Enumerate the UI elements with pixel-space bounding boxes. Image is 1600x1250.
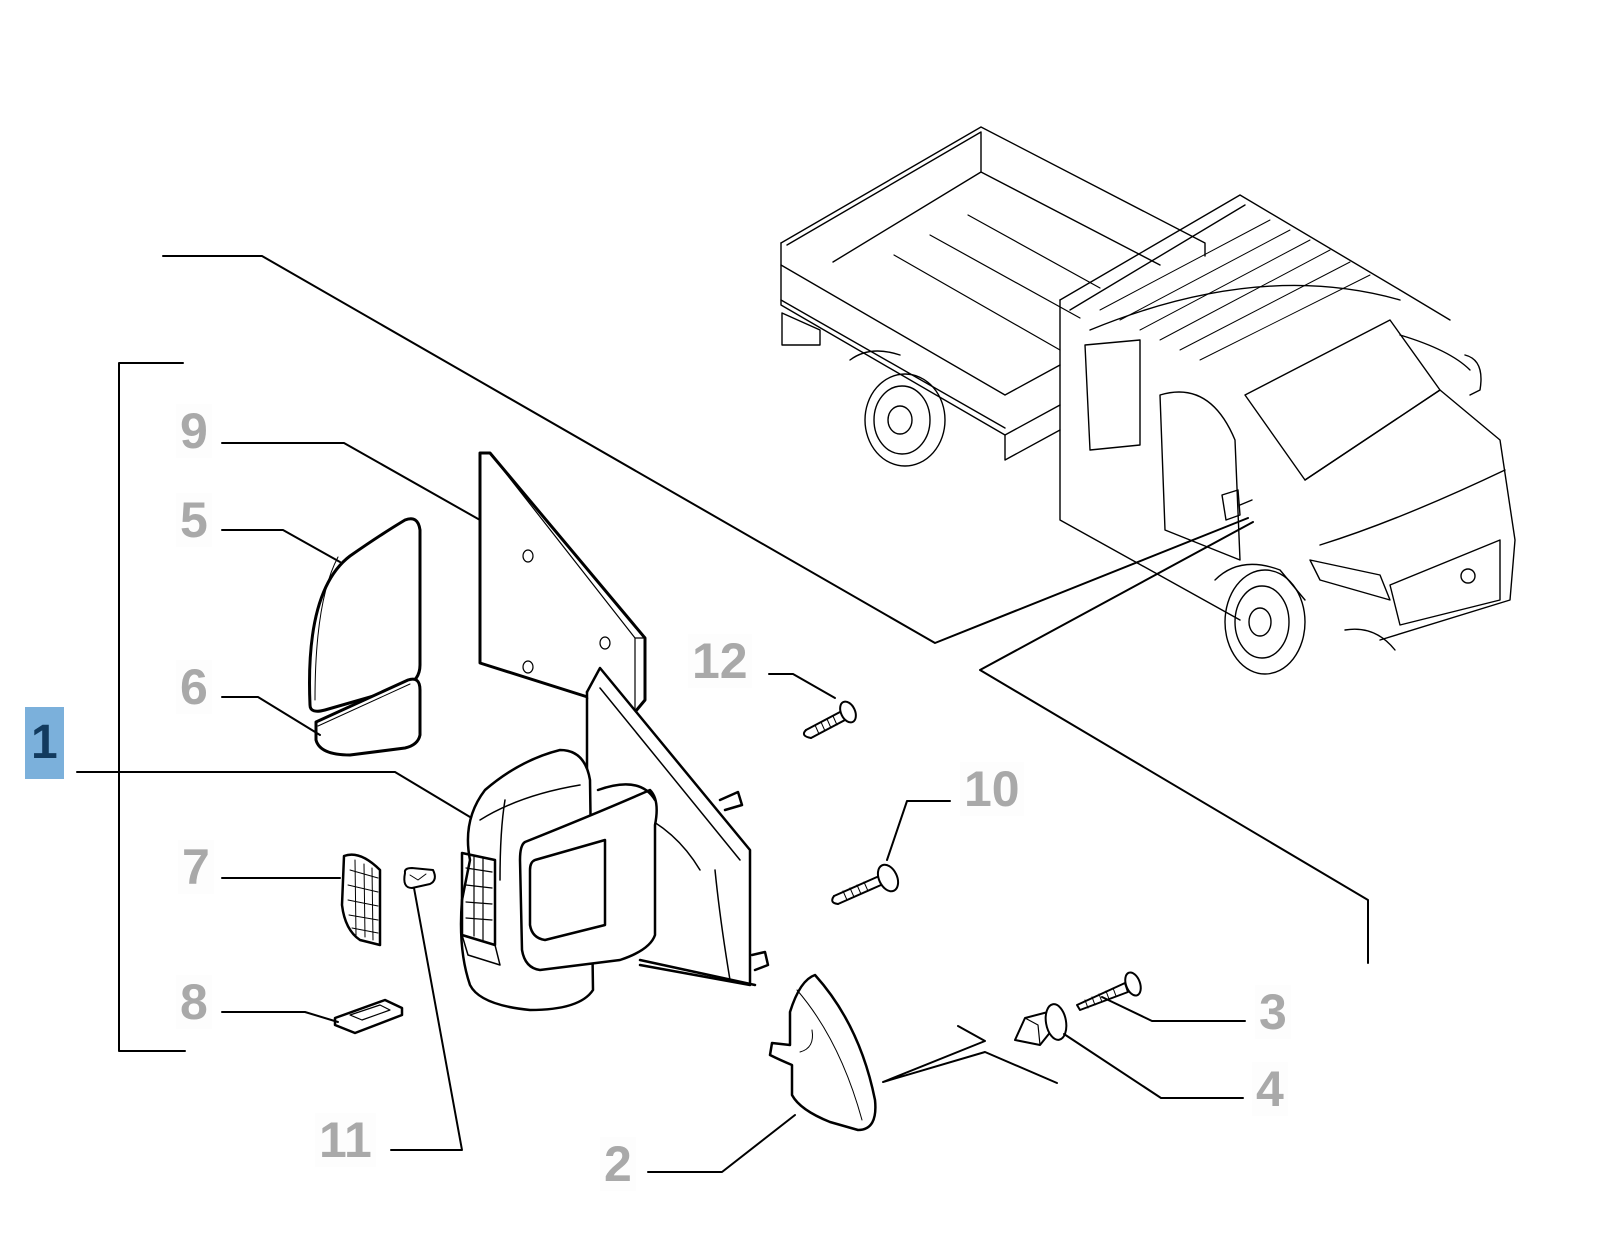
leader-2: [647, 1114, 796, 1173]
main-mirror-glass-icon: [308, 517, 422, 713]
leader-6: [221, 696, 321, 736]
leader-12: [768, 673, 836, 699]
leader-11: [390, 887, 463, 1151]
callout-4[interactable]: 4: [1252, 1062, 1288, 1116]
leader-4: [1063, 1033, 1244, 1099]
pad-icon: [333, 998, 404, 1035]
bolt-icon-10: [831, 863, 900, 905]
leader-10: [886, 800, 951, 861]
callout-5[interactable]: 5: [176, 493, 212, 547]
bolt-icon-12: [802, 700, 857, 739]
callout-7[interactable]: 7: [178, 840, 214, 894]
callout-6[interactable]: 6: [176, 660, 212, 714]
callout-1[interactable]: 1: [25, 707, 64, 779]
callout-2[interactable]: 2: [600, 1137, 636, 1191]
cap-assembly-leader: [882, 1025, 1058, 1084]
leader-9: [221, 442, 481, 521]
leader-5: [221, 529, 341, 563]
callout-10[interactable]: 10: [960, 762, 1024, 816]
base-plate-gasket-icon: [478, 451, 647, 714]
bulb-icon: [403, 867, 436, 889]
mirror-cover-cap-icon: [768, 973, 877, 1132]
callout-8[interactable]: 8: [176, 975, 212, 1029]
callout-11[interactable]: 11: [315, 1113, 376, 1167]
leader-8: [221, 1011, 339, 1023]
callout-3[interactable]: 3: [1255, 985, 1291, 1039]
side-indicator-lens-icon: [340, 853, 382, 947]
screw-icon: [1076, 971, 1142, 1011]
callout-9[interactable]: 9: [176, 404, 212, 458]
assembly-bracket: [76, 362, 476, 1052]
mirror-assembly-icon: [459, 666, 770, 1012]
wide-angle-mirror-glass-icon: [314, 677, 422, 757]
plug-clip-icon: [1014, 1003, 1068, 1046]
zoom-leader-lines: [162, 255, 1369, 964]
leader-3: [1101, 996, 1246, 1022]
double-cab-truck-icon: [780, 126, 1516, 675]
callout-12[interactable]: 12: [688, 634, 752, 688]
